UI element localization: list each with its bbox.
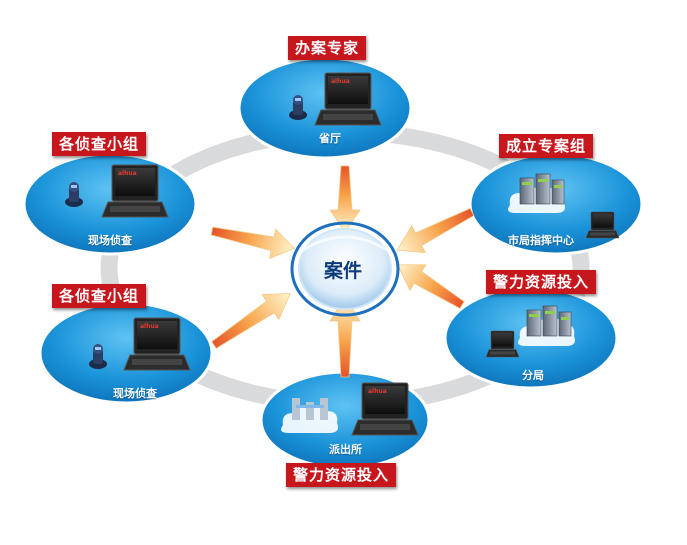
node-top-title: 办案专家 (288, 36, 367, 60)
center-case-node (290, 221, 400, 317)
laptop-icon (485, 330, 520, 358)
turnstile-icon (292, 398, 328, 420)
node-upper-left-title: 各侦查小组 (52, 132, 147, 156)
node-lower-left-title: 各侦查小组 (52, 284, 147, 308)
node-bottom-title: 警力资源投入 (286, 463, 397, 487)
node-bottom-caption: 派出所 (329, 443, 362, 456)
arrow-from-upper-right (396, 207, 475, 254)
node-lower-right-caption: 分局 (522, 369, 544, 382)
brand-logo: alhua (331, 78, 350, 85)
brand-logo: alhua (140, 323, 159, 330)
node-upper-right-caption: 市局指挥中心 (508, 234, 574, 247)
arrow-from-upper-left (210, 226, 295, 260)
brand-logo: alhua (368, 388, 387, 395)
node-lower-right-title: 警力资源投入 (486, 270, 597, 294)
node-upper-left-caption: 现场侦查 (88, 234, 132, 247)
laptop-icon (585, 211, 620, 239)
arrow-from-top (329, 165, 361, 233)
brand-logo: alhua (118, 170, 137, 177)
arrow-from-lower-left (211, 293, 291, 349)
node-top-caption: 省厅 (319, 132, 341, 145)
arrow-from-lower-right (396, 264, 465, 309)
center-case-label: 案件 (324, 260, 363, 282)
node-upper-right-title: 成立专案组 (499, 134, 594, 158)
node-lower-left-caption: 现场侦查 (113, 387, 157, 400)
